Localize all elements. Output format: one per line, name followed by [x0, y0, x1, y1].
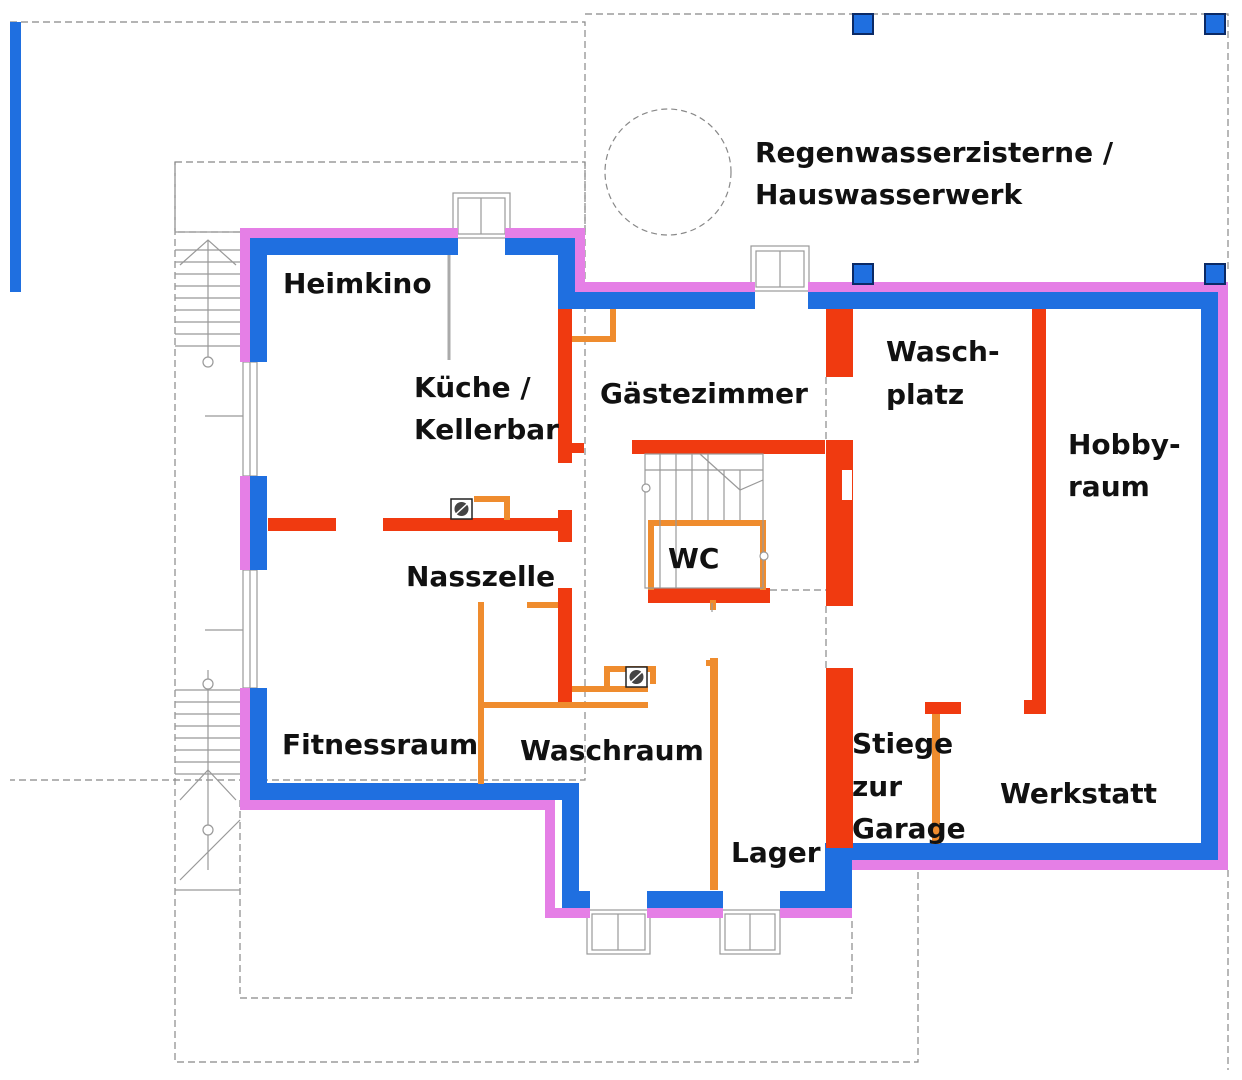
label-kueche-line2: Kellerbar — [414, 413, 559, 446]
interior-walls — [268, 309, 1046, 848]
label-wc: WC — [668, 542, 719, 575]
label-waschraum: Waschraum — [520, 734, 704, 767]
exterior-walls — [250, 238, 1218, 908]
label-lager: Lager — [731, 836, 821, 869]
label-heimkino: Heimkino — [283, 267, 432, 300]
staircase-icon — [175, 231, 250, 891]
label-stiege-line3: Garage — [852, 812, 966, 845]
label-nasszelle: Nasszelle — [406, 560, 555, 593]
floor-drain-icon — [450, 498, 648, 688]
wall-niche — [842, 470, 852, 500]
interior-staircase-icon — [641, 453, 826, 612]
label-fitnessraum: Fitnessraum — [282, 728, 478, 761]
label-werkstatt: Werkstatt — [1000, 777, 1157, 810]
left-exterior-wall-segment — [10, 22, 21, 292]
label-zisterne-line1: Regenwasserzisterne / — [755, 136, 1114, 169]
label-stiege-line2: zur — [852, 770, 902, 803]
label-stiege-line1: Stiege — [852, 727, 953, 760]
label-waschplatz-line2: platz — [886, 378, 964, 411]
light-partitions — [474, 309, 940, 890]
left-windows — [242, 361, 258, 689]
insulation-band — [240, 228, 1228, 918]
label-kueche-line1: Küche / — [414, 371, 531, 404]
light-well-icon — [452, 192, 810, 955]
label-zisterne-line2: Hauswasserwerk — [755, 178, 1023, 211]
label-waschplatz-line1: Wasch- — [886, 335, 1000, 368]
label-hobbyraum-line2: raum — [1068, 470, 1150, 503]
cistern-circle-icon — [604, 108, 732, 236]
column-posts — [852, 13, 1226, 285]
label-hobbyraum-line1: Hobby- — [1068, 428, 1181, 461]
terrace-outlines — [10, 13, 1229, 1070]
label-gaestezimmer: Gästezimmer — [600, 377, 808, 410]
